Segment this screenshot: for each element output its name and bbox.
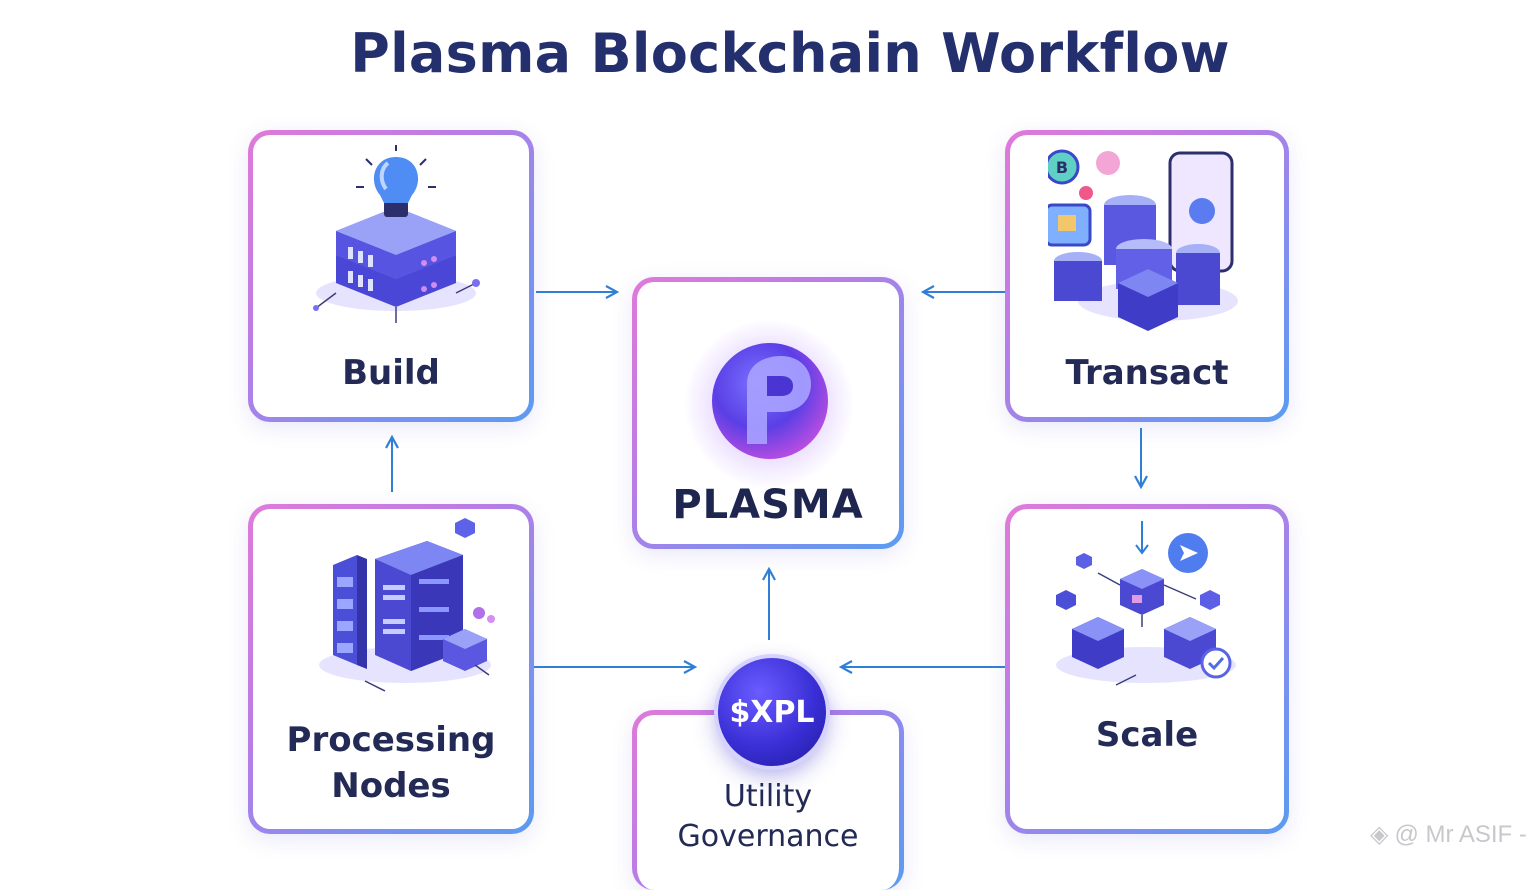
diagram-title: Plasma Blockchain Workflow [350, 22, 1230, 85]
lightbulb-server-icon [313, 145, 480, 323]
plasma-label: PLASMA [672, 482, 864, 528]
build-card: Build [248, 130, 534, 422]
processing-label-line1: Processing [286, 720, 496, 760]
server-rack-icon [319, 518, 495, 692]
connector-arrows [0, 0, 1536, 863]
build-label: Build [342, 353, 440, 393]
svg-text:B: B [1056, 158, 1068, 177]
transact-label: Transact [1065, 353, 1229, 393]
governance-label-line1: Utility [723, 779, 813, 814]
transaction-wallet-icon: B [1048, 149, 1238, 331]
transact-card: B Transact [1005, 130, 1289, 422]
processing-nodes-label: Processing Nodes [253, 717, 529, 809]
plasma-p-icon [712, 343, 828, 459]
xpl-token-badge: $XPL [718, 658, 826, 766]
governance-label: Utility Governance [637, 777, 899, 857]
processing-nodes-card: Processing Nodes [248, 504, 534, 834]
watermark-text: @ Mr ASIF - [1394, 821, 1527, 848]
binance-logo-icon: ◈ [1370, 821, 1389, 848]
scale-label: Scale [1095, 715, 1199, 755]
scale-card: Scale [1005, 504, 1289, 834]
processing-label-line2: Nodes [331, 766, 451, 806]
scale-cubes-icon [1056, 521, 1236, 686]
governance-label-line2: Governance [677, 819, 859, 854]
watermark: ◈@ Mr ASIF - [1370, 820, 1527, 849]
plasma-card: PLASMA [632, 277, 904, 549]
